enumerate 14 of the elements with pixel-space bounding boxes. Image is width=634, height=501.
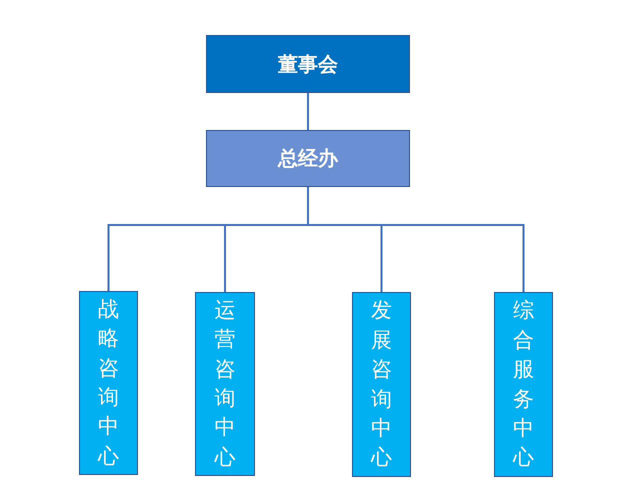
box-label: 综合服务中心 [513, 297, 534, 472]
org-box [206, 130, 410, 187]
box-label: 总经办 [278, 145, 338, 172]
department-box [79, 291, 138, 475]
box-label: 战略咨询中心 [98, 296, 119, 470]
department-box [352, 292, 411, 477]
box-label: 董事会 [278, 50, 338, 78]
department-box [195, 292, 255, 476]
connector-line [307, 187, 524, 292]
box-label: 运营咨询中心 [214, 296, 236, 471]
org-box [206, 35, 410, 93]
department-box [494, 292, 553, 477]
connector-line [307, 93, 309, 130]
box-label: 发展咨询中心 [371, 297, 392, 472]
